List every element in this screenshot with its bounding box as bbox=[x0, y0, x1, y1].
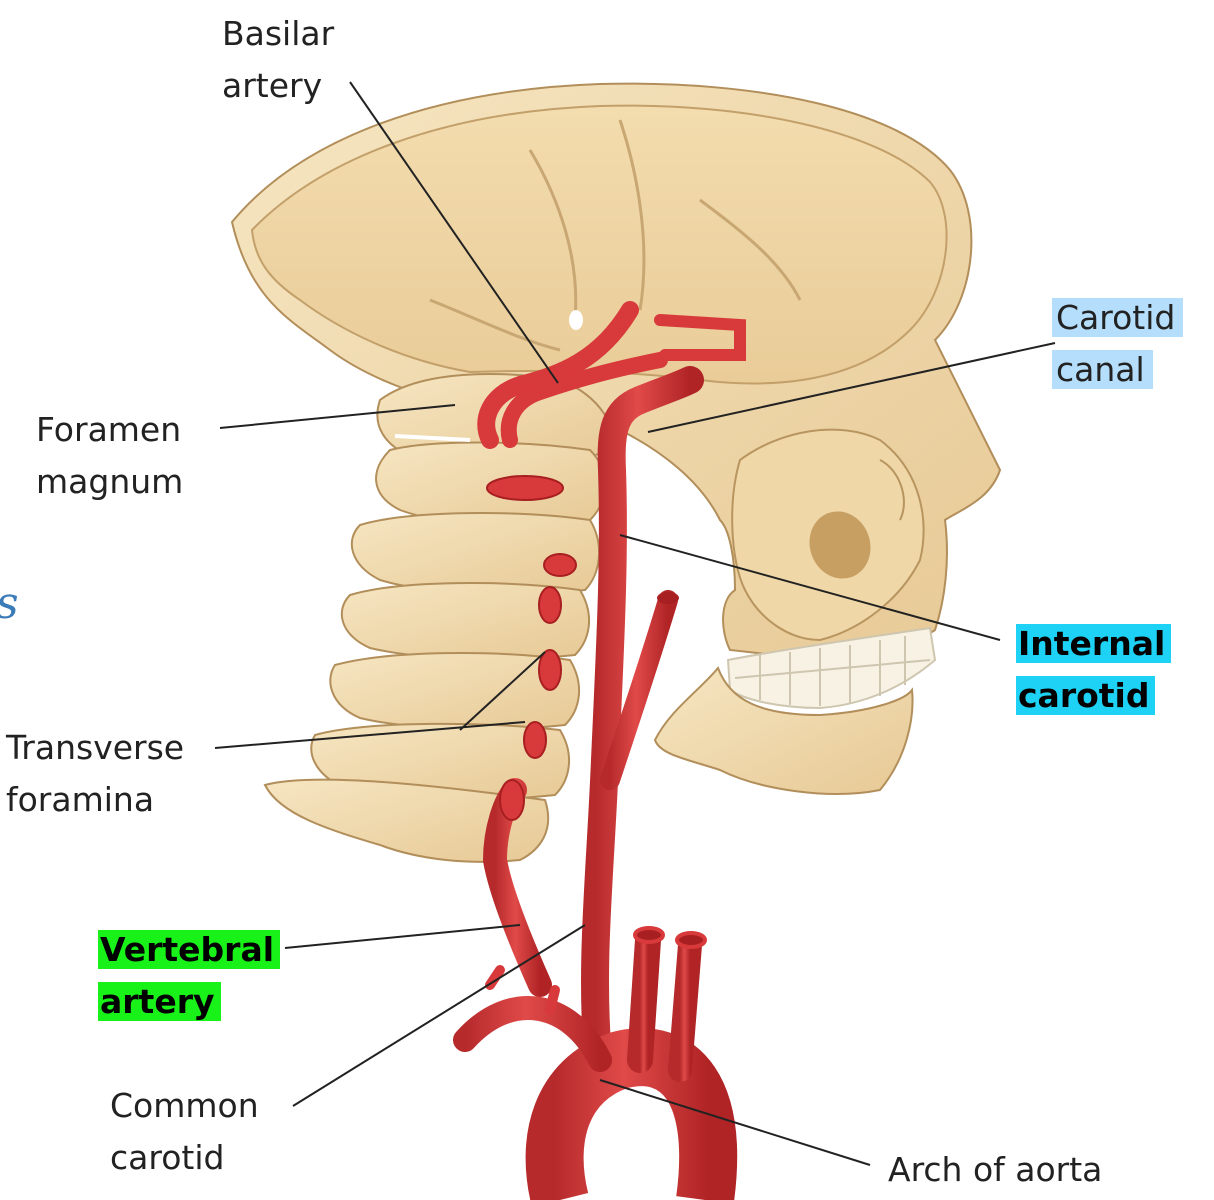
label-arch-of-aorta: Arch of aorta bbox=[888, 1150, 1103, 1189]
aortic-arch-drawing bbox=[453, 926, 738, 1200]
vertebral-artery-drawing bbox=[477, 301, 746, 997]
label-carotid-canal: Carotid canal bbox=[1052, 292, 1184, 396]
label-basilar-artery: Basilar artery bbox=[222, 14, 335, 105]
mandible bbox=[653, 666, 914, 795]
carotid-arteries-drawing bbox=[581, 366, 704, 1074]
label-common-carotid: Common carotid bbox=[110, 1086, 259, 1177]
label-transverse-foramina: Transverse foramina bbox=[6, 728, 185, 819]
cervical-vertebrae bbox=[263, 373, 614, 863]
label-internal-carotid: Internal carotid bbox=[1016, 618, 1172, 722]
teeth bbox=[726, 626, 937, 710]
handwriting-fragment: s bbox=[0, 578, 19, 629]
label-vertebral-artery: Vertebral artery bbox=[98, 924, 281, 1028]
label-foramen-magnum: Foramen magnum bbox=[36, 410, 184, 501]
leader-lines bbox=[214, 81, 1056, 1166]
